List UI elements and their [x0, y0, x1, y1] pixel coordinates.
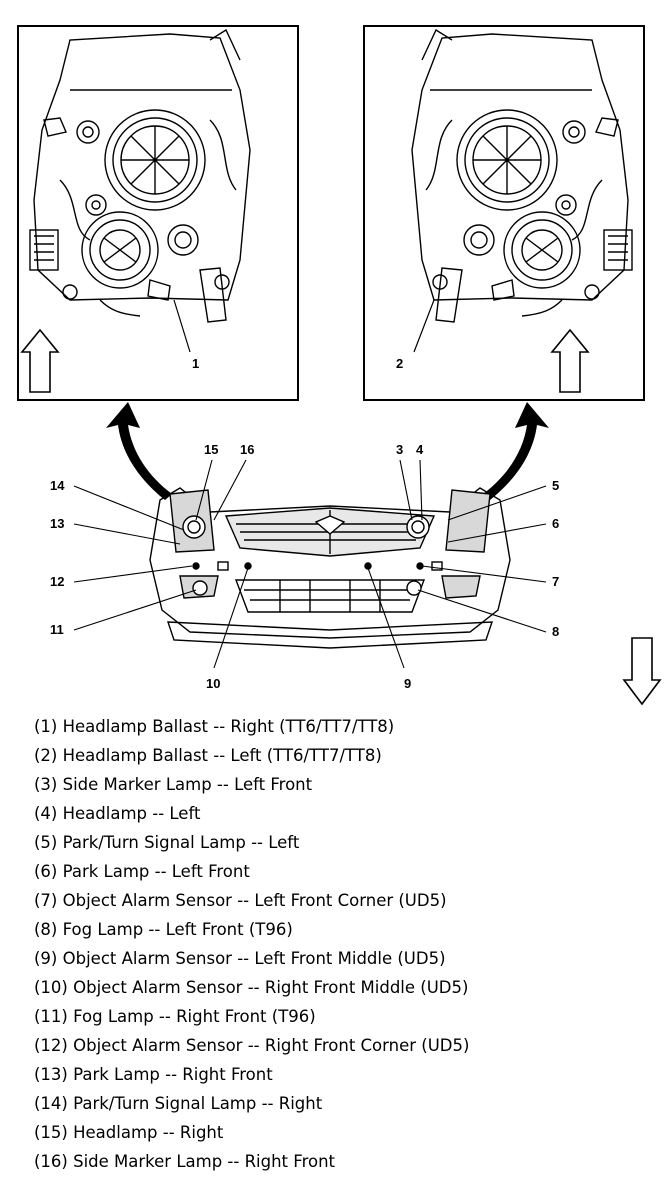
legend-number: (13)	[34, 1065, 68, 1084]
legend-text: Fog Lamp -- Right Front (T96)	[73, 1007, 316, 1026]
legend-text: Park Lamp -- Left Front	[62, 862, 250, 881]
headlamp-location-diagram: 1	[17, 25, 662, 706]
callout-8: 8	[552, 624, 559, 639]
legend-text: Fog Lamp -- Left Front (T96)	[62, 920, 293, 939]
legend-number: (16)	[34, 1152, 68, 1171]
legend-number: (10)	[34, 978, 68, 997]
legend-number: (14)	[34, 1094, 68, 1113]
legend-text: Object Alarm Sensor -- Right Front Middl…	[73, 978, 469, 997]
legend-number: (9)	[34, 949, 58, 968]
callout-12: 12	[50, 574, 64, 589]
legend-item: (16) Side Marker Lamp -- Right Front	[34, 1147, 659, 1176]
legend-text: Park Lamp -- Right Front	[73, 1065, 273, 1084]
legend-text: Headlamp Ballast -- Left (TT6/TT7/TT8)	[62, 746, 382, 765]
legend-number: (1)	[34, 717, 58, 736]
legend-item: (15) Headlamp -- Right	[34, 1118, 659, 1147]
callout-15: 15	[204, 442, 218, 457]
legend-number: (11)	[34, 1007, 68, 1026]
legend-number: (15)	[34, 1123, 68, 1142]
callout-14: 14	[50, 478, 65, 493]
legend-text: Headlamp -- Left	[62, 804, 201, 823]
legend-text: Object Alarm Sensor -- Left Front Middle…	[62, 949, 446, 968]
callout-7: 7	[552, 574, 559, 589]
callout-leader-lines	[73, 459, 547, 669]
callout-9: 9	[404, 676, 411, 691]
legend-text: Headlamp Ballast -- Right (TT6/TT7/TT8)	[62, 717, 395, 736]
legend-number: (3)	[34, 775, 58, 794]
legend-number: (8)	[34, 920, 58, 939]
right-headlamp-detail-panel: 1	[17, 25, 299, 401]
legend-item: (3) Side Marker Lamp -- Left Front	[34, 770, 659, 799]
legend-text: Park/Turn Signal Lamp -- Right	[73, 1094, 323, 1113]
legend-text: Side Marker Lamp -- Right Front	[73, 1152, 336, 1171]
curved-pointer-arrows	[106, 402, 549, 500]
legend-item: (11) Fog Lamp -- Right Front (T96)	[34, 1002, 659, 1031]
legend-item: (13) Park Lamp -- Right Front	[34, 1060, 659, 1089]
legend-item: (10) Object Alarm Sensor -- Right Front …	[34, 973, 659, 1002]
component-legend: (1) Headlamp Ballast -- Right (TT6/TT7/T…	[34, 712, 659, 1176]
legend-item: (2) Headlamp Ballast -- Left (TT6/TT7/TT…	[34, 741, 659, 770]
left-headlamp-detail-panel: 2	[363, 25, 645, 401]
legend-number: (6)	[34, 862, 58, 881]
legend-text: Park/Turn Signal Lamp -- Left	[62, 833, 300, 852]
legend-item: (1) Headlamp Ballast -- Right (TT6/TT7/T…	[34, 712, 659, 741]
legend-item: (9) Object Alarm Sensor -- Left Front Mi…	[34, 944, 659, 973]
legend-item: (8) Fog Lamp -- Left Front (T96)	[34, 915, 659, 944]
callout-2: 2	[396, 356, 403, 371]
callout-1: 1	[192, 356, 199, 371]
legend-number: (4)	[34, 804, 58, 823]
callout-3: 3	[396, 442, 403, 457]
legend-item: (6) Park Lamp -- Left Front	[34, 857, 659, 886]
callout-13: 13	[50, 516, 64, 531]
callout-6: 6	[552, 516, 559, 531]
forward-direction-arrow-icon	[622, 637, 662, 706]
legend-item: (4) Headlamp -- Left	[34, 799, 659, 828]
callout-16: 16	[240, 442, 254, 457]
legend-number: (2)	[34, 746, 58, 765]
vehicle-front-fascia	[149, 487, 511, 649]
legend-number: (7)	[34, 891, 58, 910]
callout-5: 5	[552, 478, 559, 493]
callout-4: 4	[416, 442, 424, 457]
legend-item: (5) Park/Turn Signal Lamp -- Left	[34, 828, 659, 857]
callout-10: 10	[206, 676, 220, 691]
legend-text: Object Alarm Sensor -- Right Front Corne…	[73, 1036, 470, 1055]
legend-number: (5)	[34, 833, 58, 852]
callout-11: 11	[50, 622, 64, 637]
legend-text: Object Alarm Sensor -- Left Front Corner…	[62, 891, 447, 910]
legend-item: (14) Park/Turn Signal Lamp -- Right	[34, 1089, 659, 1118]
legend-number: (12)	[34, 1036, 68, 1055]
legend-text: Headlamp -- Right	[73, 1123, 224, 1142]
legend-item: (7) Object Alarm Sensor -- Left Front Co…	[34, 886, 659, 915]
legend-item: (12) Object Alarm Sensor -- Right Front …	[34, 1031, 659, 1060]
legend-text: Side Marker Lamp -- Left Front	[62, 775, 313, 794]
